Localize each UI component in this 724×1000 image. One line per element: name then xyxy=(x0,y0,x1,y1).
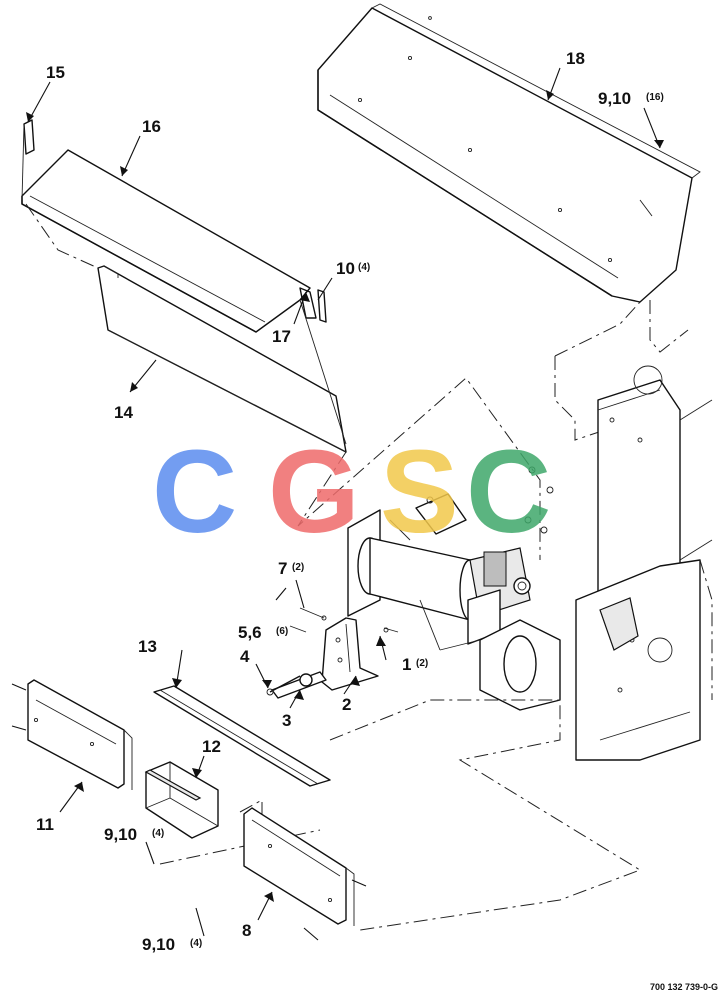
part-2-lever-plate xyxy=(321,617,379,691)
part-11-side-panel xyxy=(11,679,133,790)
part-3-link xyxy=(271,671,327,699)
callout-9-10-lower-qty: (4) xyxy=(190,938,202,949)
callout-12: 12 xyxy=(202,737,221,756)
callout-9-10-upper-qty: (16) xyxy=(646,92,664,103)
callout-13: 13 xyxy=(138,637,157,656)
callout-labels: 15 16 18 9,10 (16) 10 (4) 17 14 7 (2) 5,… xyxy=(36,49,664,954)
part-14-lower-panel xyxy=(97,265,347,453)
frame-outline-link xyxy=(554,301,641,357)
callout-9-10-mid-qty: (4) xyxy=(152,828,164,839)
frame-outline-mid xyxy=(554,356,606,441)
callout-10-qty: (4) xyxy=(358,262,370,273)
callout-2: 2 xyxy=(342,695,351,714)
callout-11: 11 xyxy=(36,815,54,834)
callout-3: 3 xyxy=(282,711,291,730)
outline-lower-left xyxy=(239,799,263,830)
callout-10: 10 xyxy=(336,259,355,278)
part-18-upper-shield xyxy=(317,3,701,303)
drive-shaft-assembly xyxy=(347,466,561,711)
callout-4: 4 xyxy=(240,647,250,666)
part-13-strip xyxy=(153,685,331,787)
part-15-hook xyxy=(21,119,35,201)
callout-9-10-lower: 9,10 xyxy=(142,935,175,954)
callout-9-10-upper: 9,10 xyxy=(598,89,631,108)
callout-8: 8 xyxy=(242,921,251,940)
callout-7-qty: (2) xyxy=(292,562,304,573)
leader-arrowheads xyxy=(26,90,664,902)
callout-15: 15 xyxy=(46,63,65,82)
outline-16-14 xyxy=(25,203,99,269)
callout-14: 14 xyxy=(114,403,133,422)
callout-9-10-mid: 9,10 xyxy=(104,825,137,844)
callout-7: 7 xyxy=(278,559,287,578)
part-12-channel xyxy=(144,761,219,839)
part-7-pin xyxy=(299,607,325,619)
callout-1-qty: (2) xyxy=(416,658,428,669)
side-frame-right xyxy=(575,365,713,761)
outline-lower xyxy=(329,699,642,931)
watermark-letter-c1: C xyxy=(152,426,237,558)
callout-18: 18 xyxy=(566,49,585,68)
part-17-bracket xyxy=(299,287,327,323)
part-4-rod xyxy=(266,675,301,696)
callout-16: 16 xyxy=(142,117,161,136)
part-1-fastener xyxy=(383,627,399,633)
callout-17: 17 xyxy=(272,327,291,346)
frame-outline-upper xyxy=(649,300,689,353)
watermark-letter-c2: C xyxy=(466,426,551,558)
callout-1: 1 xyxy=(402,655,411,674)
outline-center xyxy=(297,377,541,560)
part-8-side-panel xyxy=(243,807,367,941)
callout-5-6: 5,6 xyxy=(238,623,262,642)
callout-5-6-qty: (6) xyxy=(276,626,288,637)
drawing-number: 700 132 739-0-G xyxy=(650,982,718,992)
watermark-letter-g: G xyxy=(268,426,360,558)
part-5-6-bolt xyxy=(289,625,307,633)
cgsc-watermark: C G S C xyxy=(152,426,551,558)
watermark-letter-s: S xyxy=(380,426,459,558)
